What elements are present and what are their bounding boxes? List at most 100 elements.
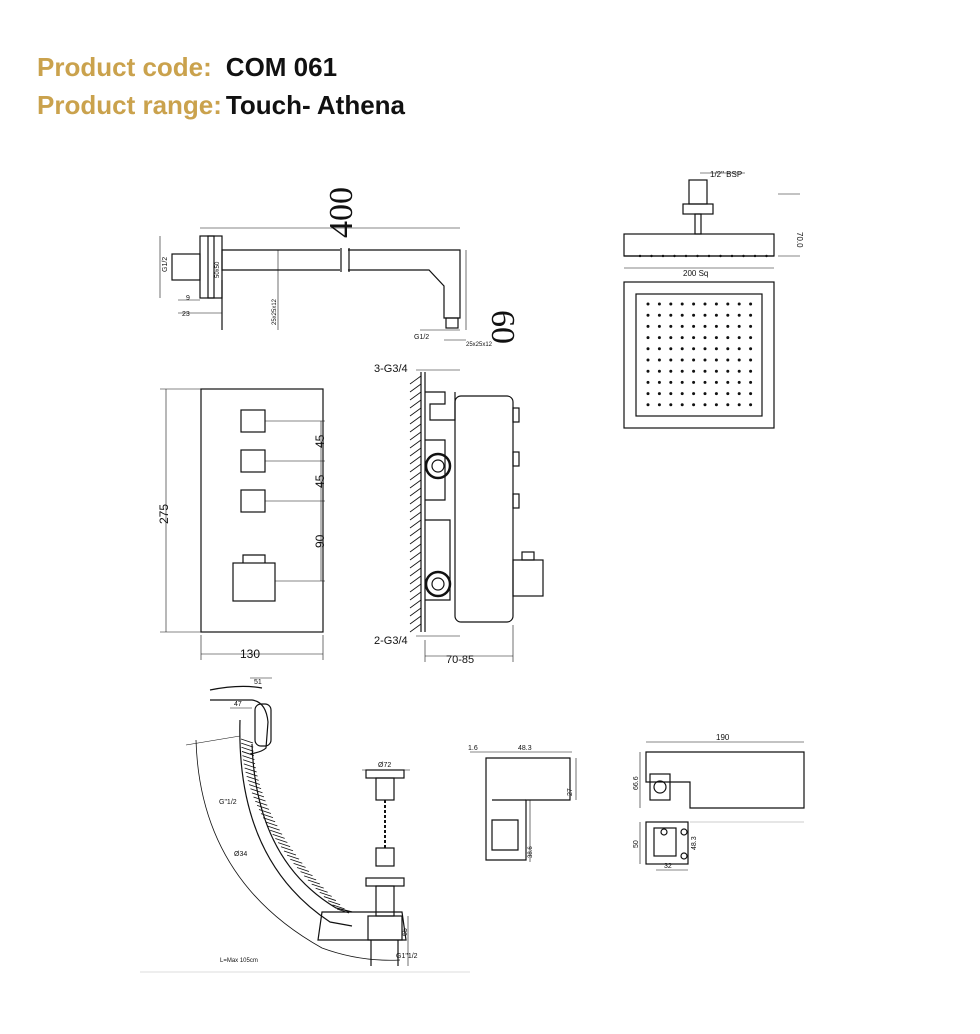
nozzle-dot: [737, 380, 741, 384]
hatch-line: [409, 519, 422, 529]
nozzle-dot-side: [753, 254, 757, 258]
nozzle-dot: [657, 324, 661, 328]
coil-ring: [311, 883, 324, 889]
nozzle-dot: [680, 347, 684, 351]
nozzle-dot: [680, 392, 684, 396]
nozzle-dot: [726, 392, 730, 396]
product-range-row: Product range:Touch- Athena: [37, 90, 405, 121]
nozzle-dot: [669, 336, 673, 340]
nozzle-dot-side: [661, 254, 665, 258]
nozzle-dot: [669, 313, 673, 317]
nozzle-dot: [726, 313, 730, 317]
valve-gap3-dim: 90: [313, 534, 327, 548]
coil-ring: [248, 784, 262, 789]
outlet-pipe-upper-bore: [431, 459, 445, 473]
arm-small-a: 9: [186, 295, 190, 302]
coil-ring: [290, 858, 303, 864]
nozzle-dot: [749, 324, 753, 328]
nozzle-dot: [749, 302, 753, 306]
nozzle-dot: [726, 347, 730, 351]
product-code-label: Product code:: [37, 52, 212, 82]
nozzle-dot: [692, 380, 696, 384]
inlet-pipe-lower-bore: [431, 577, 445, 591]
valve-height-dim: 275: [157, 504, 171, 524]
nozzle-dot: [657, 313, 661, 317]
outlet-pipe-upper: [424, 452, 452, 480]
coil-ring: [267, 825, 280, 831]
product-range-value: Touch- Athena: [225, 90, 406, 120]
nozzle-dot: [703, 380, 707, 384]
nozzle-dot: [669, 358, 673, 362]
nozzle-dot: [714, 403, 718, 407]
arm-length-dim: 400: [323, 187, 360, 238]
hatch-line: [409, 439, 422, 449]
nozzle-dot: [737, 403, 741, 407]
coil-ring: [300, 871, 313, 877]
hatch-line: [409, 383, 422, 393]
nozzle-dot: [680, 403, 684, 407]
product-code-row: Product code:COM 061: [37, 52, 337, 83]
hatch-line: [409, 511, 422, 521]
nozzle-dot: [703, 324, 707, 328]
shower-arm-drawing: [159, 227, 467, 341]
coil-ring: [296, 867, 310, 872]
coil-ring: [280, 846, 294, 852]
nozzle-dot: [669, 403, 673, 407]
nozzle-dot-side: [742, 254, 745, 258]
nozzle-dot: [646, 392, 650, 396]
nozzle-dot-side: [684, 254, 688, 258]
nozzle-dot: [657, 302, 661, 306]
head-width-dim: 200 Sq: [683, 269, 708, 278]
nozzle-dot: [737, 336, 741, 340]
hatch-line: [409, 455, 422, 465]
nozzle-dot: [657, 369, 661, 373]
wall-hatching: [409, 375, 422, 633]
nozzle-dot: [737, 392, 741, 396]
nozzle-dot-side: [673, 254, 676, 258]
coil-ring: [265, 821, 278, 827]
waste-d2-dim: 47: [234, 701, 242, 708]
nozzle-dot: [669, 392, 673, 396]
nozzle-dot: [669, 369, 673, 373]
nozzle-dot: [703, 369, 707, 373]
nozzle-dot: [703, 347, 707, 351]
nozzle-dot: [680, 369, 684, 373]
nozzle-dot-side: [696, 254, 699, 258]
nozzle-dot: [726, 403, 730, 407]
waste-height-dim: 65: [402, 928, 409, 936]
nozzle-dot: [703, 313, 707, 317]
nozzle-dot: [692, 358, 696, 362]
arm-sq-b: 25x25x12: [466, 342, 493, 348]
spout-top-d2-dim: 50: [633, 840, 640, 848]
coil-ring: [304, 875, 317, 881]
spout-top-drawing: [639, 741, 805, 871]
nozzle-dot: [714, 324, 718, 328]
hatch-line: [409, 463, 422, 473]
hatch-line: [409, 543, 422, 553]
nozzle-dot: [726, 380, 730, 384]
nozzle-dot: [703, 302, 707, 306]
nozzle-dot: [657, 336, 661, 340]
arm-thread-b: G1/2: [414, 334, 429, 341]
hatch-line: [409, 599, 422, 609]
coil-ring: [251, 792, 265, 798]
coil-ring: [328, 900, 341, 906]
nozzle-dot: [749, 358, 753, 362]
spout-side-top-dim: 1.6: [468, 745, 478, 752]
nozzle-dot: [646, 336, 650, 340]
nozzle-dot-side: [650, 254, 653, 258]
coil-ring: [277, 842, 291, 848]
nozzle-dot: [714, 347, 718, 351]
nozzle-dot: [680, 336, 684, 340]
coil-ring: [247, 780, 260, 785]
nozzle-dot: [657, 347, 661, 351]
nozzle-dot: [657, 392, 661, 396]
spout-top-d3-dim: 48.3: [691, 836, 698, 850]
nozzle-dot: [726, 302, 730, 306]
nozzle-dot: [726, 324, 730, 328]
nozzle-dot: [680, 380, 684, 384]
hatch-line: [409, 479, 422, 489]
coil-ring: [245, 771, 258, 777]
coil-ring: [241, 742, 254, 748]
